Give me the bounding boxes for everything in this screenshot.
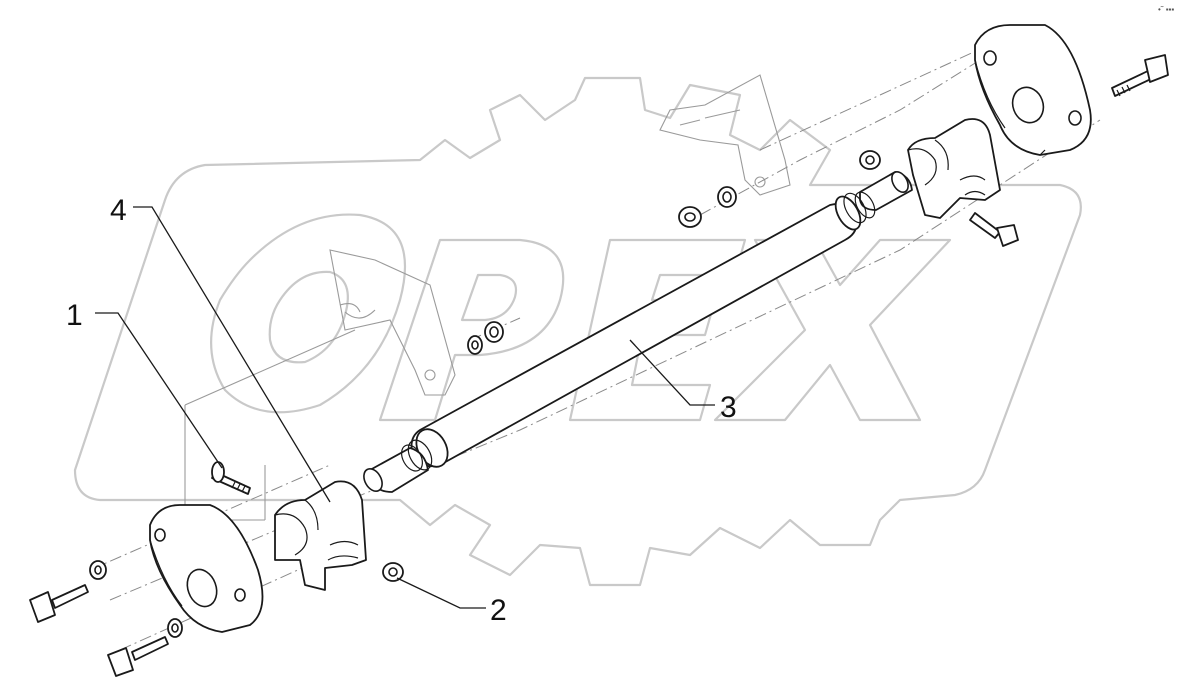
upper-fasteners <box>678 54 1169 247</box>
watermark-letter-x <box>713 238 952 422</box>
upper-flange-plate <box>974 24 1092 156</box>
lower-flange-plate <box>149 504 264 633</box>
bolt-lower-left-lower <box>131 636 169 661</box>
shaft-assembly <box>363 170 913 493</box>
ghost-frame-line <box>184 329 356 521</box>
ghost-bracket-upper <box>659 74 791 196</box>
bolt-upper-lower <box>969 212 1001 239</box>
leader-1 <box>95 312 223 469</box>
callout-1: 1 <box>66 299 83 332</box>
shaft-body <box>410 203 858 468</box>
leader-4 <box>133 206 331 503</box>
callouts: 1 4 2 3 <box>66 194 737 627</box>
callout-4: 4 <box>110 194 127 227</box>
watermark-letter-o-inner <box>268 270 349 364</box>
corner-stamp: •˜ ▪▪▪ <box>1158 5 1174 14</box>
leader-2 <box>396 577 486 609</box>
callout-2: 2 <box>490 594 507 627</box>
watermark-letter-p <box>378 238 565 422</box>
upper-bearing-clamp <box>907 118 1001 219</box>
leader-3 <box>629 339 715 406</box>
bolt-lower-left-upper <box>51 584 89 609</box>
watermark-letter-o <box>210 213 407 414</box>
watermark-gear-outline <box>73 76 1082 587</box>
ghost-frame-brackets <box>184 74 791 521</box>
leader-lines <box>95 206 715 609</box>
lower-fasteners <box>29 321 504 677</box>
lower-bearing-clamp <box>274 480 367 591</box>
callout-3: 3 <box>720 391 737 424</box>
ghost-bracket-lower <box>329 249 456 396</box>
